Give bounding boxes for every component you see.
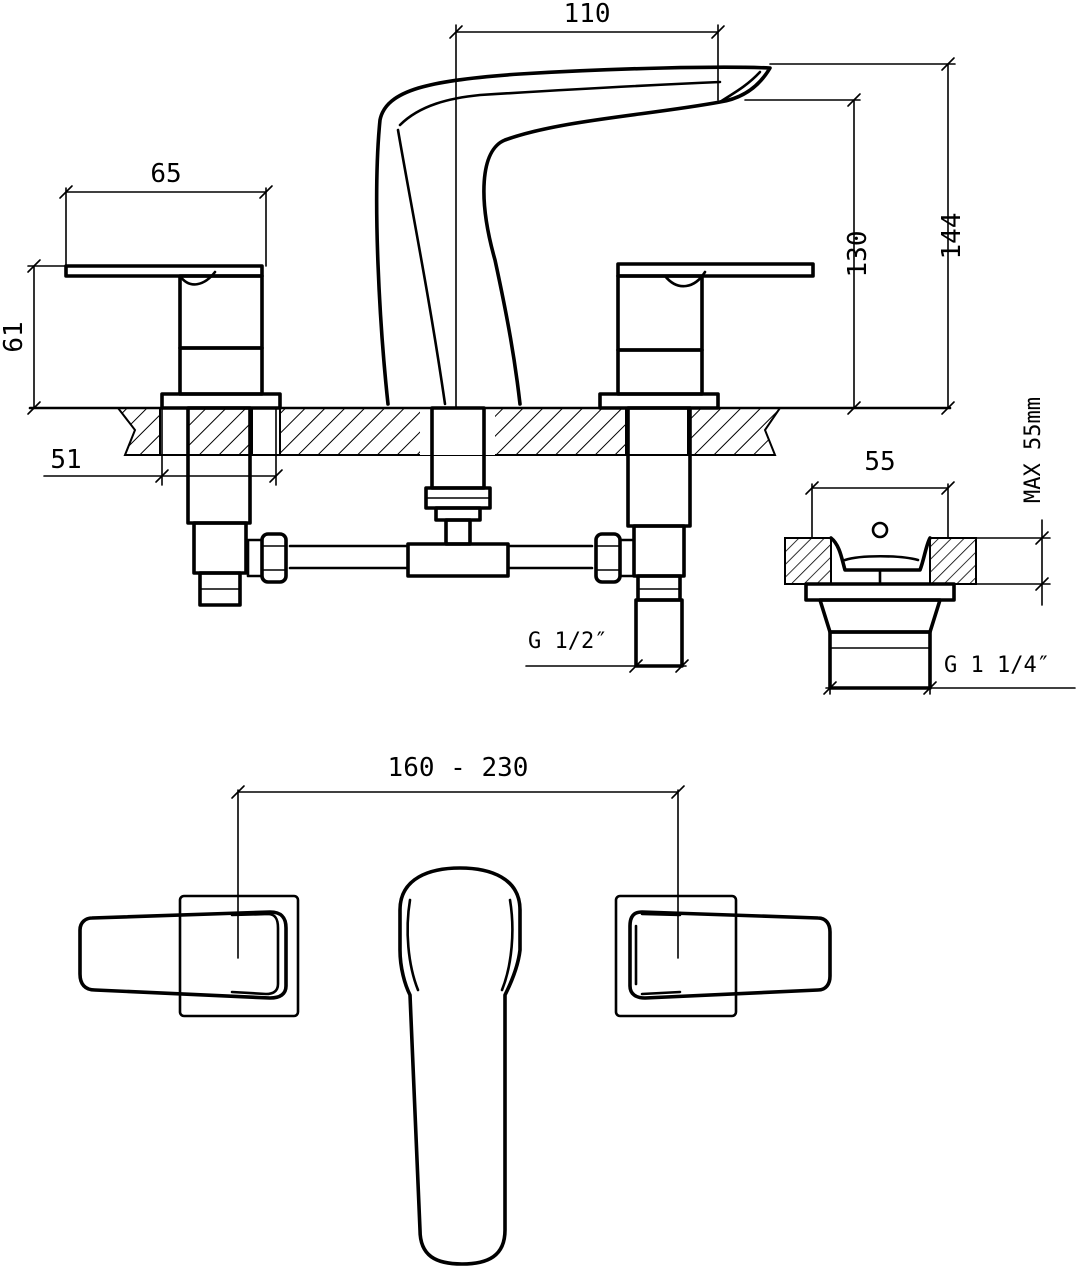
dim-supply-thread: G 1/2″ (528, 629, 607, 654)
drain-detail (784, 521, 977, 690)
dim-max-thickness: MAX 55mm (1021, 397, 1046, 503)
dim-spout-reach: 110 (564, 0, 611, 29)
dim-center-distance: 160 - 230 (388, 753, 529, 783)
dimension-lines (27, 24, 1076, 959)
dimension-labels: 110 65 61 51 130 144 55 MAX 55mm G 1/2″ … (0, 0, 1050, 783)
right-handle-top (614, 894, 832, 1018)
dim-handle-length: 65 (150, 159, 181, 189)
left-handle-top (78, 894, 300, 1018)
left-valve-side (64, 264, 282, 607)
spout-side (374, 65, 772, 578)
dim-drain-width: 55 (864, 447, 895, 477)
right-valve-side (598, 262, 815, 668)
countertop-section (28, 406, 952, 456)
dim-handle-height: 61 (0, 321, 29, 352)
dim-spout-outlet-height: 130 (843, 231, 873, 278)
connecting-pipes (246, 532, 636, 584)
dim-drain-thread: G 1 1/4″ (944, 653, 1050, 678)
spout-top (398, 866, 522, 1266)
dim-overall-height: 144 (937, 213, 967, 260)
dim-base-width: 51 (50, 445, 81, 475)
